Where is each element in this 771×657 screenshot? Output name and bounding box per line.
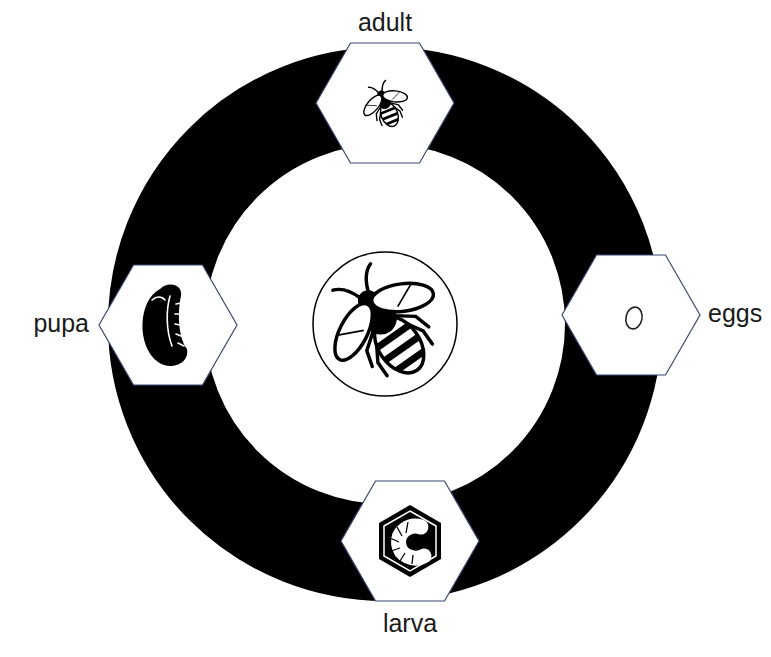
hexagon-outline — [562, 255, 700, 375]
hexagon-outline — [316, 43, 454, 163]
egg-icon — [624, 306, 644, 331]
stage-label-group: larva — [383, 609, 437, 638]
larva-icon — [379, 505, 441, 577]
stage-hexagon: adult — [316, 43, 454, 163]
stage-hexagon: larva — [341, 481, 479, 601]
stage-label-group: eggs — [708, 299, 762, 328]
stage-hexagon: eggs — [562, 255, 700, 375]
bee-picture — [299, 240, 469, 406]
stage-label: pupa — [33, 309, 89, 338]
adult-bee-icon — [353, 74, 417, 135]
stage-label: eggs — [708, 299, 762, 328]
hexagon-outline — [99, 265, 237, 385]
pupa-icon — [142, 285, 187, 366]
hexagon-ground — [562, 255, 700, 375]
stage-label: adult — [358, 8, 412, 37]
stage-label: larva — [383, 609, 437, 638]
hexagon-ground — [316, 43, 454, 163]
stage-label-group: adult — [358, 8, 412, 37]
stage-hexagon: pupa — [99, 265, 237, 385]
hexagon-ground — [99, 265, 237, 385]
hexagon-outline — [341, 481, 479, 601]
hexagon-border — [341, 481, 479, 601]
hexagon-border — [99, 265, 237, 385]
hexagon-border — [562, 255, 700, 375]
hexagon-ground — [341, 481, 479, 601]
stage-label-group: pupa — [33, 309, 89, 338]
hexagon-border — [316, 43, 454, 163]
